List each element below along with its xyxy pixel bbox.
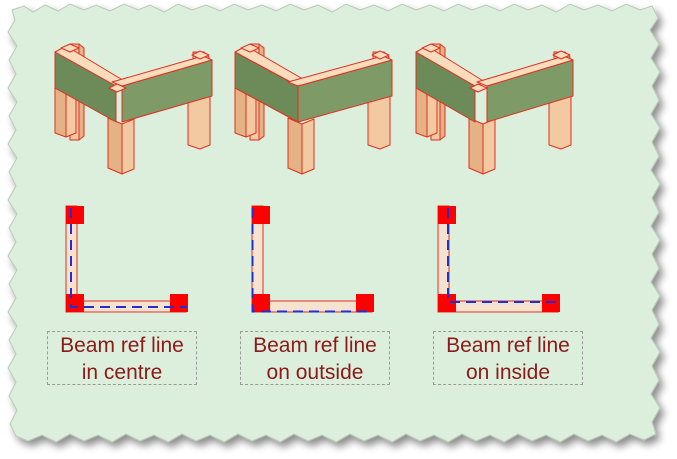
caption-inside-line2: on inside [465, 361, 551, 384]
post-top-corner [108, 83, 127, 93]
post-square-top [252, 206, 270, 224]
model-outside [234, 43, 393, 175]
caption-inside-line1: Beam ref line [446, 334, 570, 357]
post-top-back-left [240, 43, 260, 53]
post-front-corner [287, 117, 303, 175]
caption-outside: Beam ref line on outside [240, 331, 390, 385]
post-top-back-right [371, 50, 390, 60]
post-square-right [356, 294, 374, 312]
caption-outside-line2: on outside [266, 361, 364, 384]
post-square-corner [66, 294, 84, 312]
post-front-corner-face [121, 118, 135, 175]
caption-centre: Beam ref line in centre [47, 331, 197, 385]
plan-outside [251, 205, 374, 313]
post-front-corner [107, 117, 123, 175]
caption-inside: Beam ref line on inside [433, 331, 583, 385]
post-top-back-right [191, 50, 210, 60]
post-square-top [66, 206, 84, 224]
post-top-back-right [552, 50, 571, 60]
post-top-corner [469, 83, 488, 93]
post-front-corner [468, 117, 484, 175]
model-centre [54, 43, 213, 175]
post-square-corner [438, 294, 456, 312]
post-square-corner [252, 294, 270, 312]
post-front-corner-face [482, 118, 496, 175]
plan-inside [437, 205, 560, 313]
caption-centre-line2: in centre [81, 361, 163, 384]
plan-centre [65, 205, 188, 313]
post-front-corner-face [301, 118, 315, 175]
beam-ref-line [447, 208, 559, 303]
caption-outside-line1: Beam ref line [253, 334, 377, 357]
beam-ref-line [251, 208, 373, 313]
post-square-right [170, 294, 188, 312]
model-inside [415, 43, 574, 175]
caption-centre-line1: Beam ref line [60, 334, 184, 357]
post-top-back-left [421, 43, 441, 53]
post-top-back-left [60, 43, 80, 53]
beam-ref-line [70, 208, 187, 308]
